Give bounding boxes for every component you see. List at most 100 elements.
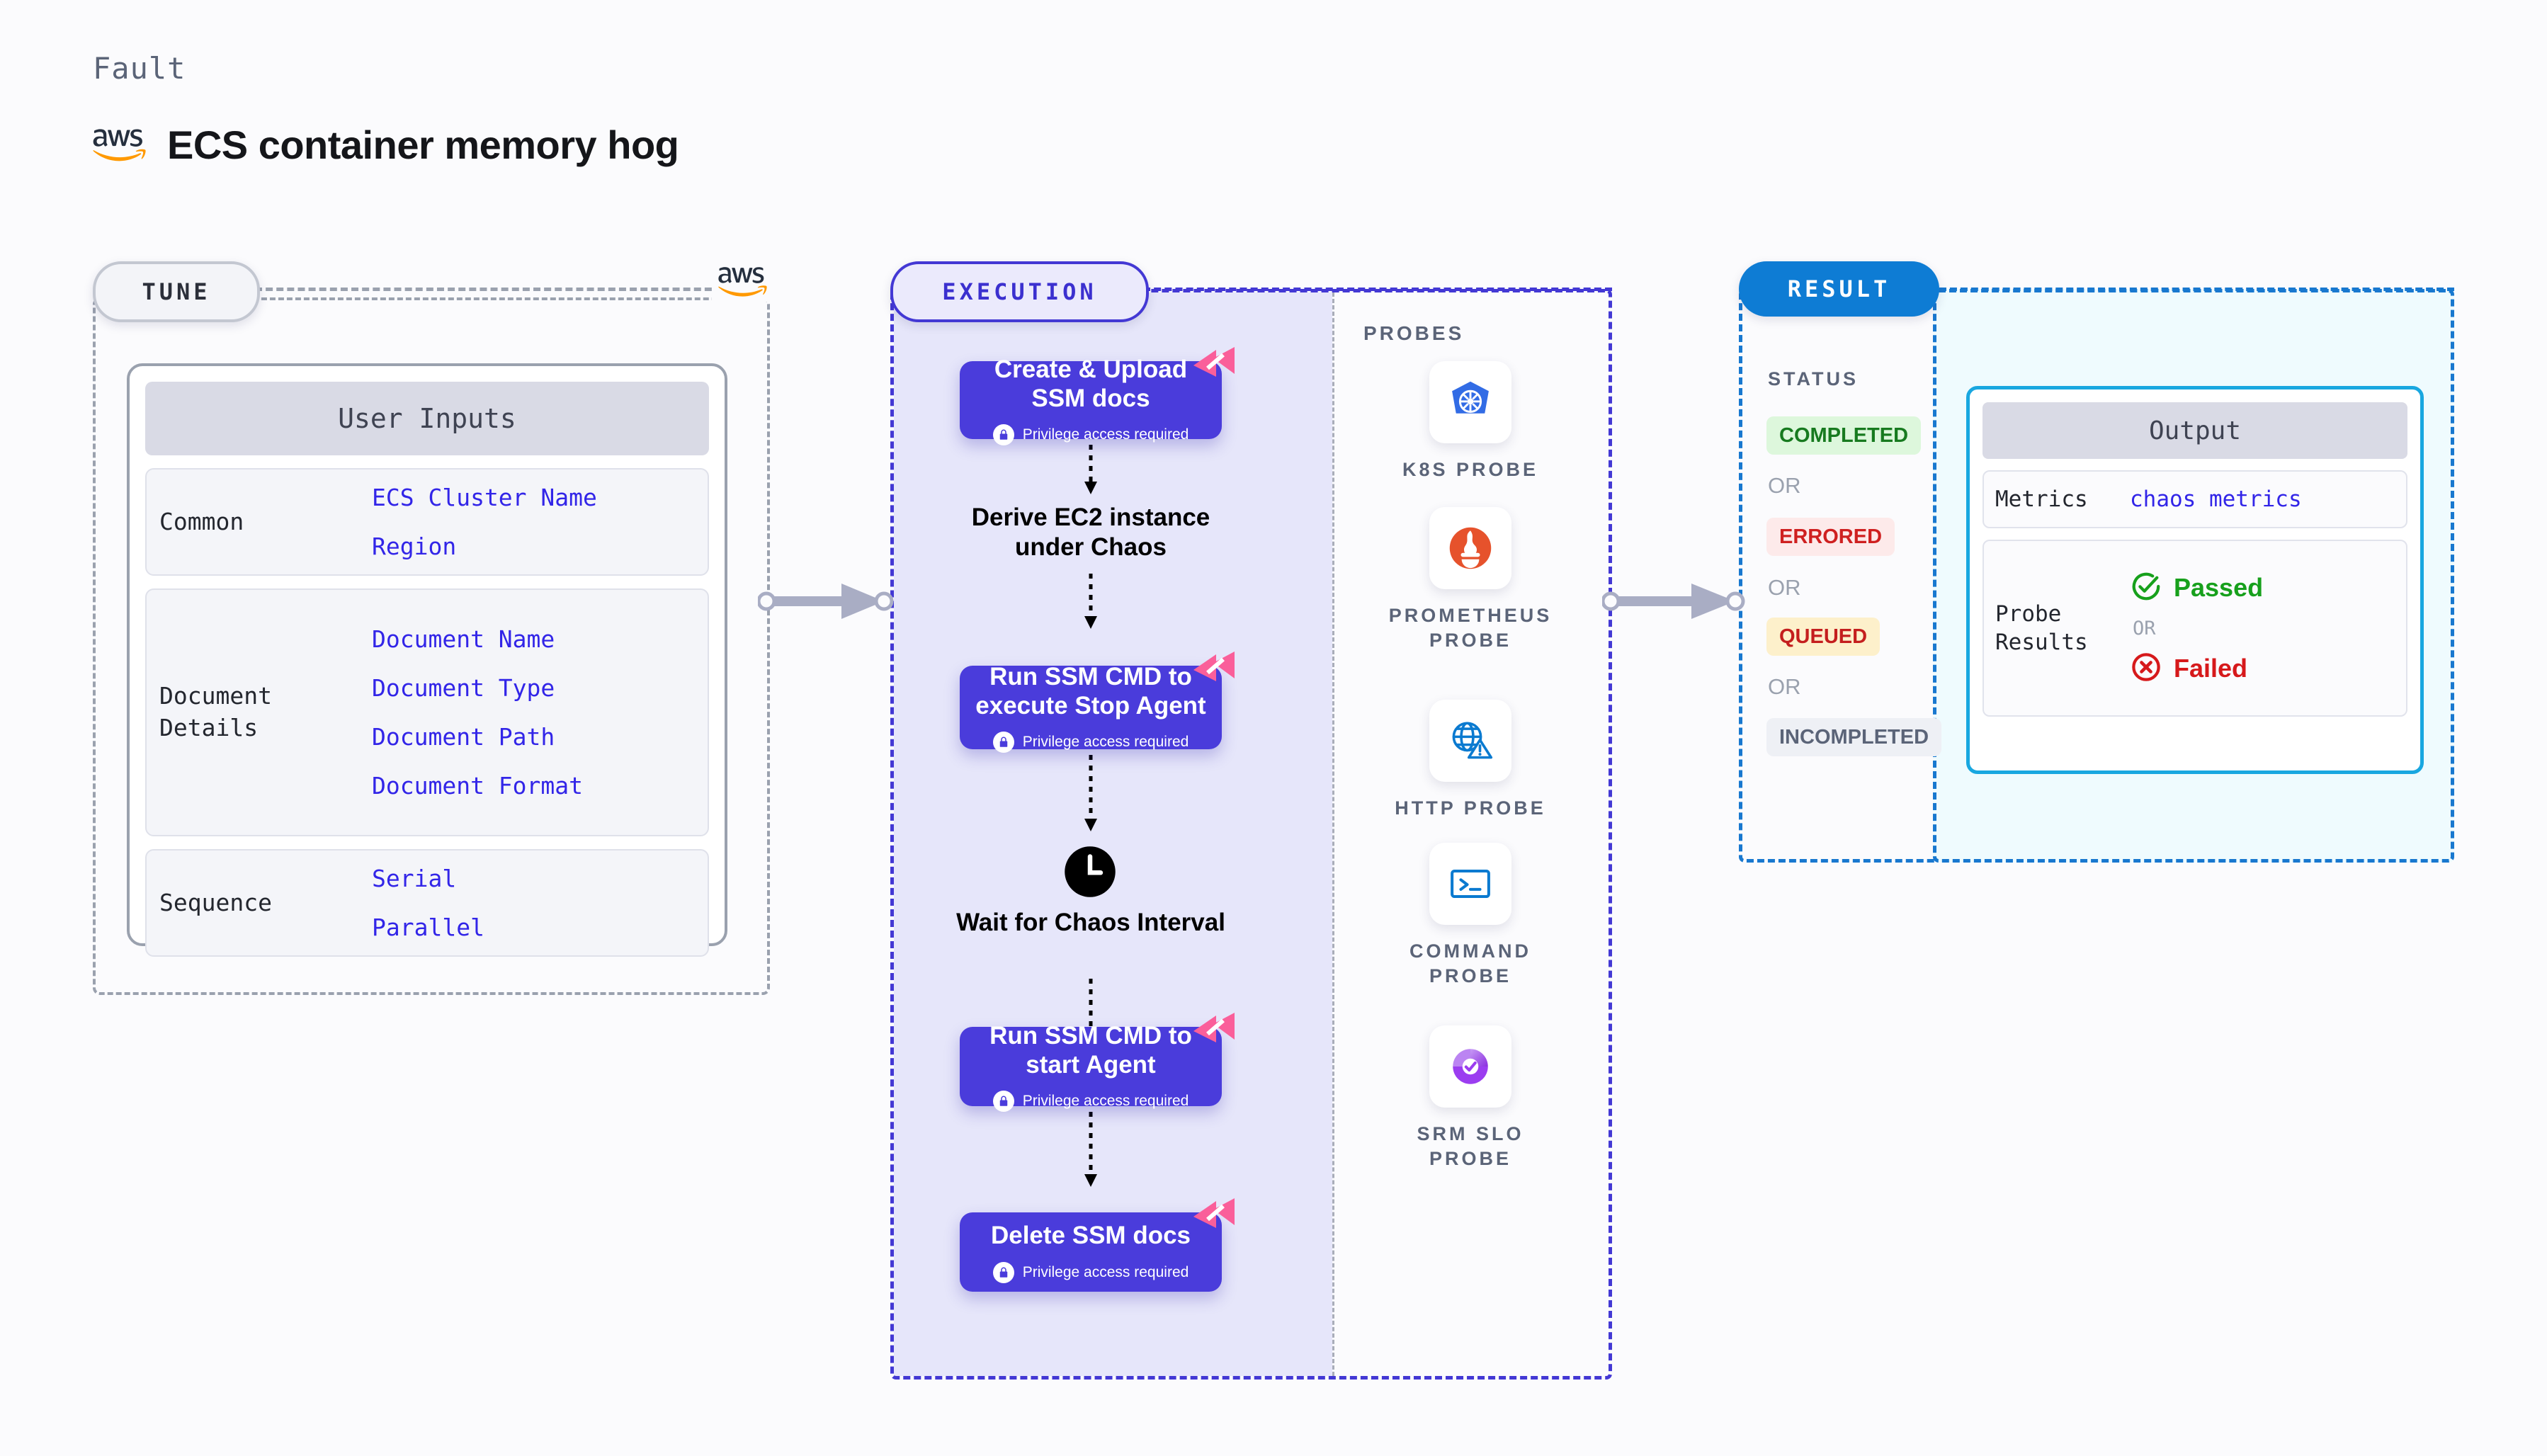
output-card: Output Metrics chaos metrics Probe Resul… — [1966, 386, 2424, 774]
input-value[interactable]: Document Format — [372, 772, 584, 800]
chaos-badge-icon — [1193, 1013, 1235, 1042]
probe-label: COMMAND PROBE — [1409, 940, 1531, 987]
clock-icon — [1062, 844, 1118, 903]
status-badge-errored: ERRORED — [1766, 518, 1895, 556]
probe-result-passed: Passed — [2130, 570, 2263, 606]
probes-label: PROBES — [1363, 322, 1465, 344]
srm-slo-icon — [1429, 1025, 1511, 1108]
connector-tune-to-execution — [758, 584, 894, 619]
step-title: Create & Upload SSM docs — [994, 355, 1188, 412]
flow-arrow — [1084, 445, 1097, 494]
execution-step-delete-ssm-docs[interactable]: Delete SSM docs Privilege access require… — [960, 1198, 1235, 1292]
globe-warning-icon — [1429, 700, 1511, 782]
status-badge-queued: QUEUED — [1766, 618, 1881, 656]
step-title: Delete SSM docs — [990, 1222, 1191, 1250]
probe-results-label: Probe Results — [1995, 601, 2088, 655]
input-value[interactable]: Document Name — [372, 625, 555, 653]
probe-label: HTTP PROBE — [1395, 797, 1546, 819]
privilege-note: Privilege access required — [992, 424, 1189, 446]
privilege-note-text: Privilege access required — [1022, 426, 1189, 443]
execution-top-dashed-line — [1143, 288, 1612, 291]
lock-icon — [992, 1261, 1014, 1283]
step-title: Wait for Chaos Interval — [956, 909, 1225, 936]
lock-icon — [992, 732, 1014, 753]
probe-label: PROMETHEUS PROBE — [1388, 605, 1553, 652]
prometheus-icon — [1429, 507, 1511, 589]
execution-step-wait-for-chaos-interval: Wait for Chaos Interval — [942, 908, 1240, 938]
chaos-badge-icon — [1193, 1198, 1235, 1228]
probe-result-or: OR — [2133, 617, 2156, 639]
probe-command[interactable]: COMMAND PROBE — [1385, 843, 1555, 989]
probe-label: K8S PROBE — [1402, 459, 1539, 480]
user-inputs-card: User Inputs Common ECS Cluster Name Regi… — [127, 363, 727, 957]
lock-icon — [992, 424, 1014, 446]
probe-srm-slo[interactable]: SRM SLO PROBE — [1385, 1025, 1555, 1171]
execution-probes-divider — [1332, 292, 1334, 1376]
input-group-label: Document Details — [159, 682, 272, 741]
input-group-sequence: Sequence Serial Parallel — [145, 849, 709, 957]
result-status-panel — [1739, 289, 1939, 863]
tab-tune[interactable]: TUNE — [93, 261, 260, 322]
privilege-note-text: Privilege access required — [1022, 734, 1189, 751]
user-inputs-title: User Inputs — [145, 382, 709, 455]
tune-top-dashed-line — [255, 288, 722, 291]
execution-step-run-ssm-start-agent[interactable]: Run SSM CMD to start Agent Privilege acc… — [960, 1013, 1235, 1113]
input-value[interactable]: ECS Cluster Name — [372, 484, 597, 511]
tab-result[interactable]: RESULT — [1739, 261, 1939, 317]
input-value[interactable]: Document Type — [372, 674, 555, 702]
input-group-label: Common — [159, 507, 244, 535]
probe-label: SRM SLO PROBE — [1417, 1123, 1524, 1170]
flow-arrow — [1084, 1112, 1097, 1187]
page-title: ECS container memory hog — [167, 123, 679, 167]
probe-k8s[interactable]: K8S PROBE — [1385, 361, 1555, 482]
x-circle-icon — [2130, 651, 2162, 687]
probe-http[interactable]: HTTP PROBE — [1385, 700, 1555, 821]
failed-label: Failed — [2174, 654, 2248, 683]
step-title: Run SSM CMD to execute Stop Agent — [975, 662, 1206, 720]
input-value[interactable]: Document Path — [372, 723, 555, 751]
status-label: STATUS — [1768, 368, 1859, 389]
lock-icon — [992, 1091, 1014, 1113]
status-badge-incompleted: INCOMPLETED — [1766, 718, 1942, 756]
output-row-probe-results: Probe Results Passed OR — [1982, 540, 2407, 717]
input-value[interactable]: Region — [372, 533, 457, 560]
status-or-1: OR — [1768, 473, 1801, 498]
output-title: Output — [1982, 402, 2407, 459]
execution-step-run-ssm-stop-agent[interactable]: Run SSM CMD to execute Stop Agent Privil… — [960, 652, 1235, 753]
input-value[interactable]: Serial — [372, 865, 457, 892]
execution-step-create-upload-ssm-docs[interactable]: Create & Upload SSM docs Privilege acces… — [960, 347, 1235, 446]
metrics-value[interactable]: chaos metrics — [2130, 487, 2302, 512]
input-value[interactable]: Parallel — [372, 914, 484, 941]
privilege-note-text: Privilege access required — [1022, 1263, 1189, 1280]
status-or-2: OR — [1768, 575, 1801, 600]
page-eyebrow: Fault — [93, 51, 186, 86]
step-title: Derive EC2 instance under Chaos — [971, 504, 1210, 561]
step-title: Run SSM CMD to start Agent — [989, 1021, 1192, 1079]
result-top-dashed-line — [1939, 288, 2454, 291]
tab-execution[interactable]: EXECUTION — [890, 261, 1149, 322]
status-or-3: OR — [1768, 674, 1801, 699]
chaos-badge-icon — [1193, 347, 1235, 377]
privilege-note: Privilege access required — [992, 1091, 1189, 1113]
chaos-badge-icon — [1193, 652, 1235, 681]
metrics-label: Metrics — [1995, 486, 2088, 512]
flow-arrow — [1084, 574, 1097, 629]
passed-label: Passed — [2174, 573, 2264, 602]
tune-aws-logo-icon — [712, 262, 771, 302]
execution-steps-background — [894, 292, 1332, 1376]
aws-logo-icon — [91, 126, 146, 164]
privilege-note: Privilege access required — [992, 1261, 1189, 1283]
connector-execution-to-result — [1602, 584, 1745, 619]
privilege-note-text: Privilege access required — [1022, 1093, 1189, 1110]
output-row-metrics: Metrics chaos metrics — [1982, 470, 2407, 528]
input-group-common: Common ECS Cluster Name Region — [145, 468, 709, 576]
privilege-note: Privilege access required — [992, 732, 1189, 753]
probe-prometheus[interactable]: PROMETHEUS PROBE — [1385, 507, 1555, 653]
page-header: ECS container memory hog — [91, 122, 679, 168]
input-group-document-details: Document Details Document Name Document … — [145, 588, 709, 836]
terminal-icon — [1429, 843, 1511, 925]
probe-result-failed: Failed — [2130, 651, 2263, 687]
input-group-label: Sequence — [159, 888, 272, 916]
execution-step-derive-ec2-instance: Derive EC2 instance under Chaos — [942, 503, 1240, 562]
kubernetes-icon — [1429, 361, 1511, 443]
